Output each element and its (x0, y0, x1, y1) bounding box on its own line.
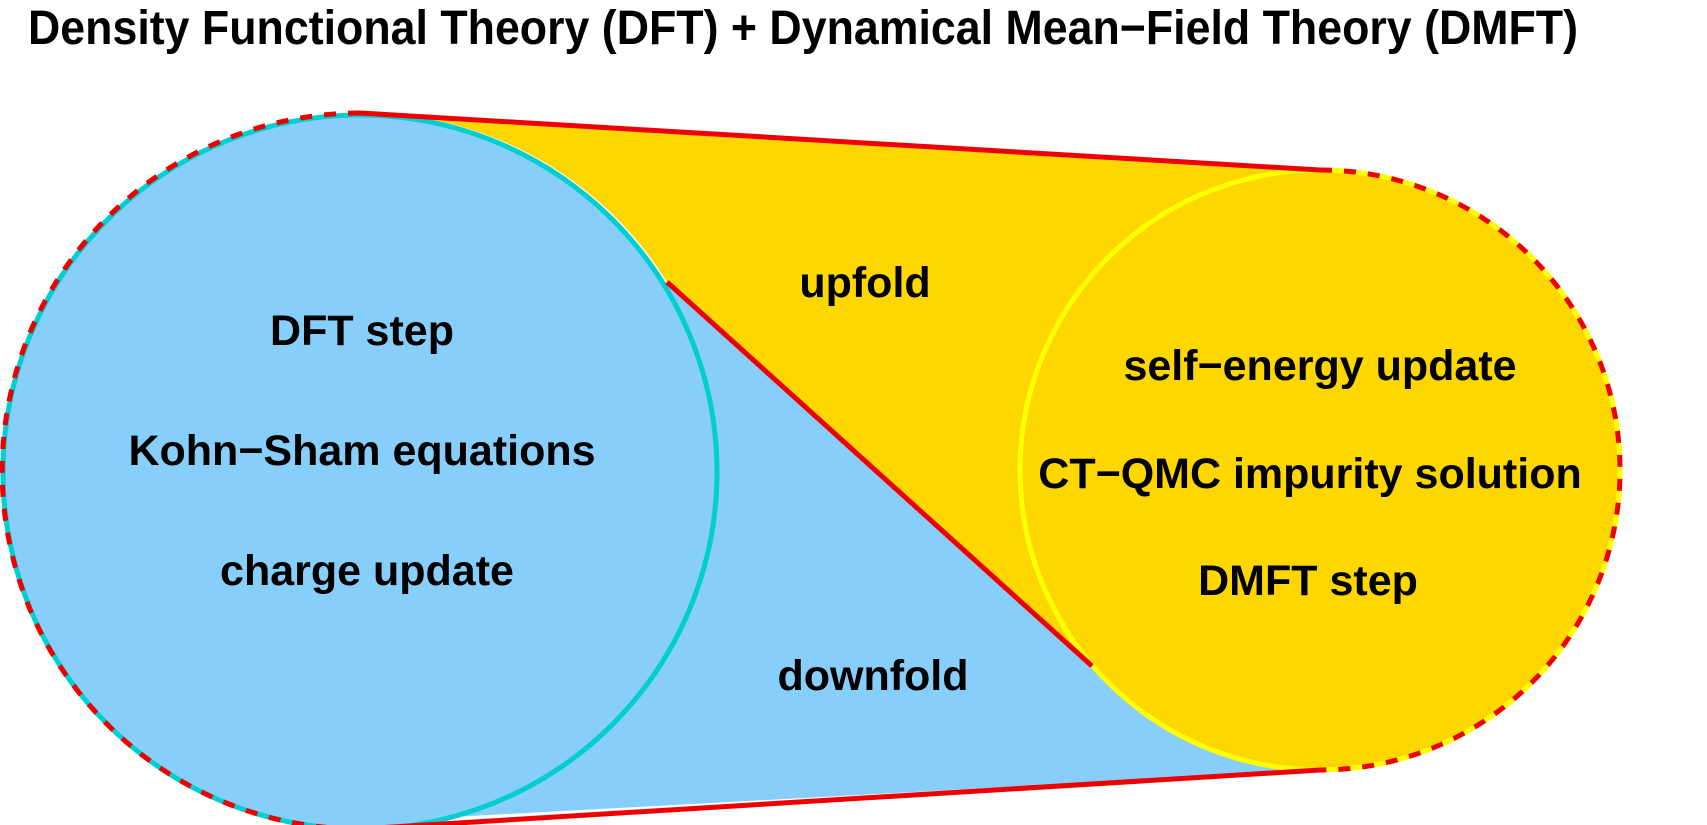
top-tangent-line (359, 110, 1321, 173)
dft-outer-dashed-arc (0, 110, 361, 825)
dmft-circle (1020, 170, 1620, 770)
dft-step-label: DFT step (270, 307, 454, 355)
downfold-label: downfold (777, 652, 968, 700)
charge-update-label: charge update (220, 547, 514, 595)
dmft-outer-dashed-arc (1319, 167, 1623, 773)
ct-qmc-label: CT−QMC impurity solution (1038, 450, 1581, 498)
bottom-tangent-line (384, 767, 1321, 825)
dmft-step-label: DMFT step (1198, 557, 1418, 605)
diagonal-divider-line (665, 280, 1094, 668)
diagram-title: Density Functional Theory (DFT) + Dynami… (28, 2, 1578, 55)
upfold-label: upfold (799, 259, 930, 307)
self-energy-update-label: self−energy update (1123, 342, 1516, 390)
dft-circle (3, 115, 717, 825)
kohn-sham-label: Kohn−Sham equations (128, 427, 595, 475)
